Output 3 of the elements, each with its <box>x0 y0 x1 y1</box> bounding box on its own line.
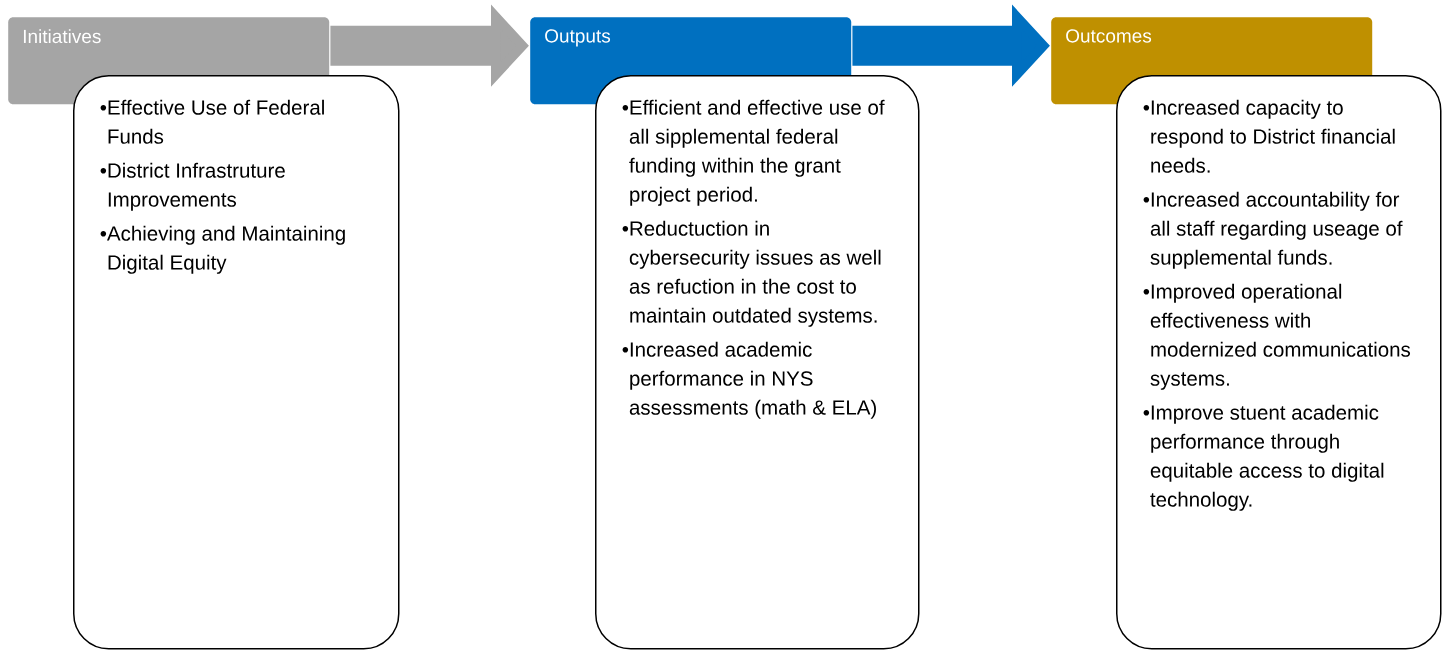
content-box: •Effective Use of Federal Funds •District Infrastruture Improvements •Achieving and Maintaining Digital Equity <box>73 75 400 650</box>
content-box: •Efficient and effective use of all sipplemental federal funding within the grant project period. •Reductuction in cybersecurity issues as well as refuction in the cost to maintain outdated systems. •Increased academic performance in NYS assessments (math & ELA) <box>595 75 920 650</box>
content-box: •Increased capacity to respond to District financial needs. •Increased accountability for all staff regarding useage of supplemental funds. •Improved operational effectiveness with modernized communications systems. •Improve stuent academic performance through equitable access to digital technology. <box>1116 75 1442 650</box>
